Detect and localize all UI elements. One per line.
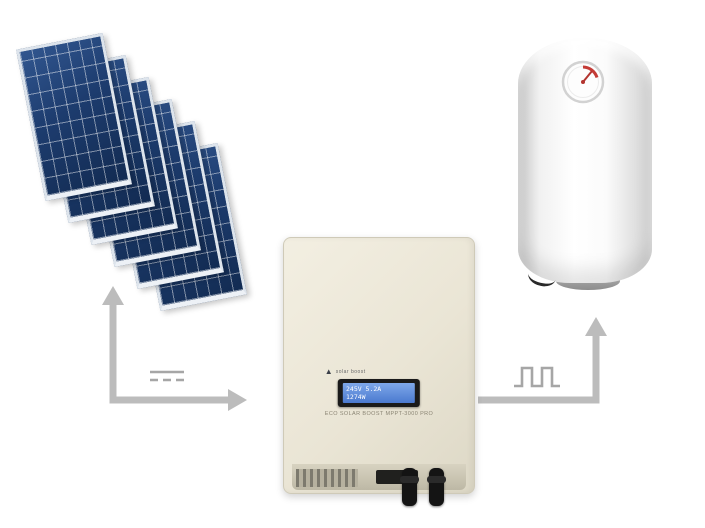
arrowhead-right-inverter-icon xyxy=(228,389,247,411)
gauge-hub xyxy=(581,80,585,84)
lcd-line1: 245V 5.2A xyxy=(345,385,382,393)
inverter-brand-logo: ▲ solar boost xyxy=(325,368,366,376)
dc-flow-line xyxy=(109,302,230,404)
gauge-needle xyxy=(582,70,593,83)
inverter-lcd-display: 245V 5.2A 1274W xyxy=(337,379,420,407)
gauge-inner-ring xyxy=(567,66,599,98)
lcd-screen: 245V 5.2A 1274W xyxy=(342,383,415,403)
arrowhead-up-panels-icon xyxy=(102,286,124,305)
inverter-display-group: ▲ solar boost 245V 5.2A 1274W ECO SOLAR … xyxy=(324,368,434,418)
brand-text: solar boost xyxy=(335,369,366,375)
gauge-red-arc xyxy=(582,65,599,79)
ac-flow-line xyxy=(478,334,600,404)
ac-square-wave-icon xyxy=(514,366,560,388)
mc4-connector xyxy=(427,468,446,506)
mc4-connector xyxy=(400,468,419,506)
heat-sink-fins xyxy=(296,469,358,487)
inverter: ▲ solar boost 245V 5.2A 1274W ECO SOLAR … xyxy=(283,237,475,506)
lcd-line2: 1274W xyxy=(345,393,366,401)
water-heater-boiler xyxy=(518,38,652,290)
inverter-model-label: ECO SOLAR BOOST MPPT-3000 PRO xyxy=(324,411,434,417)
temperature-gauge xyxy=(561,60,605,104)
brand-triangle-icon: ▲ xyxy=(324,367,333,376)
arrowhead-up-boiler-icon xyxy=(585,317,607,336)
